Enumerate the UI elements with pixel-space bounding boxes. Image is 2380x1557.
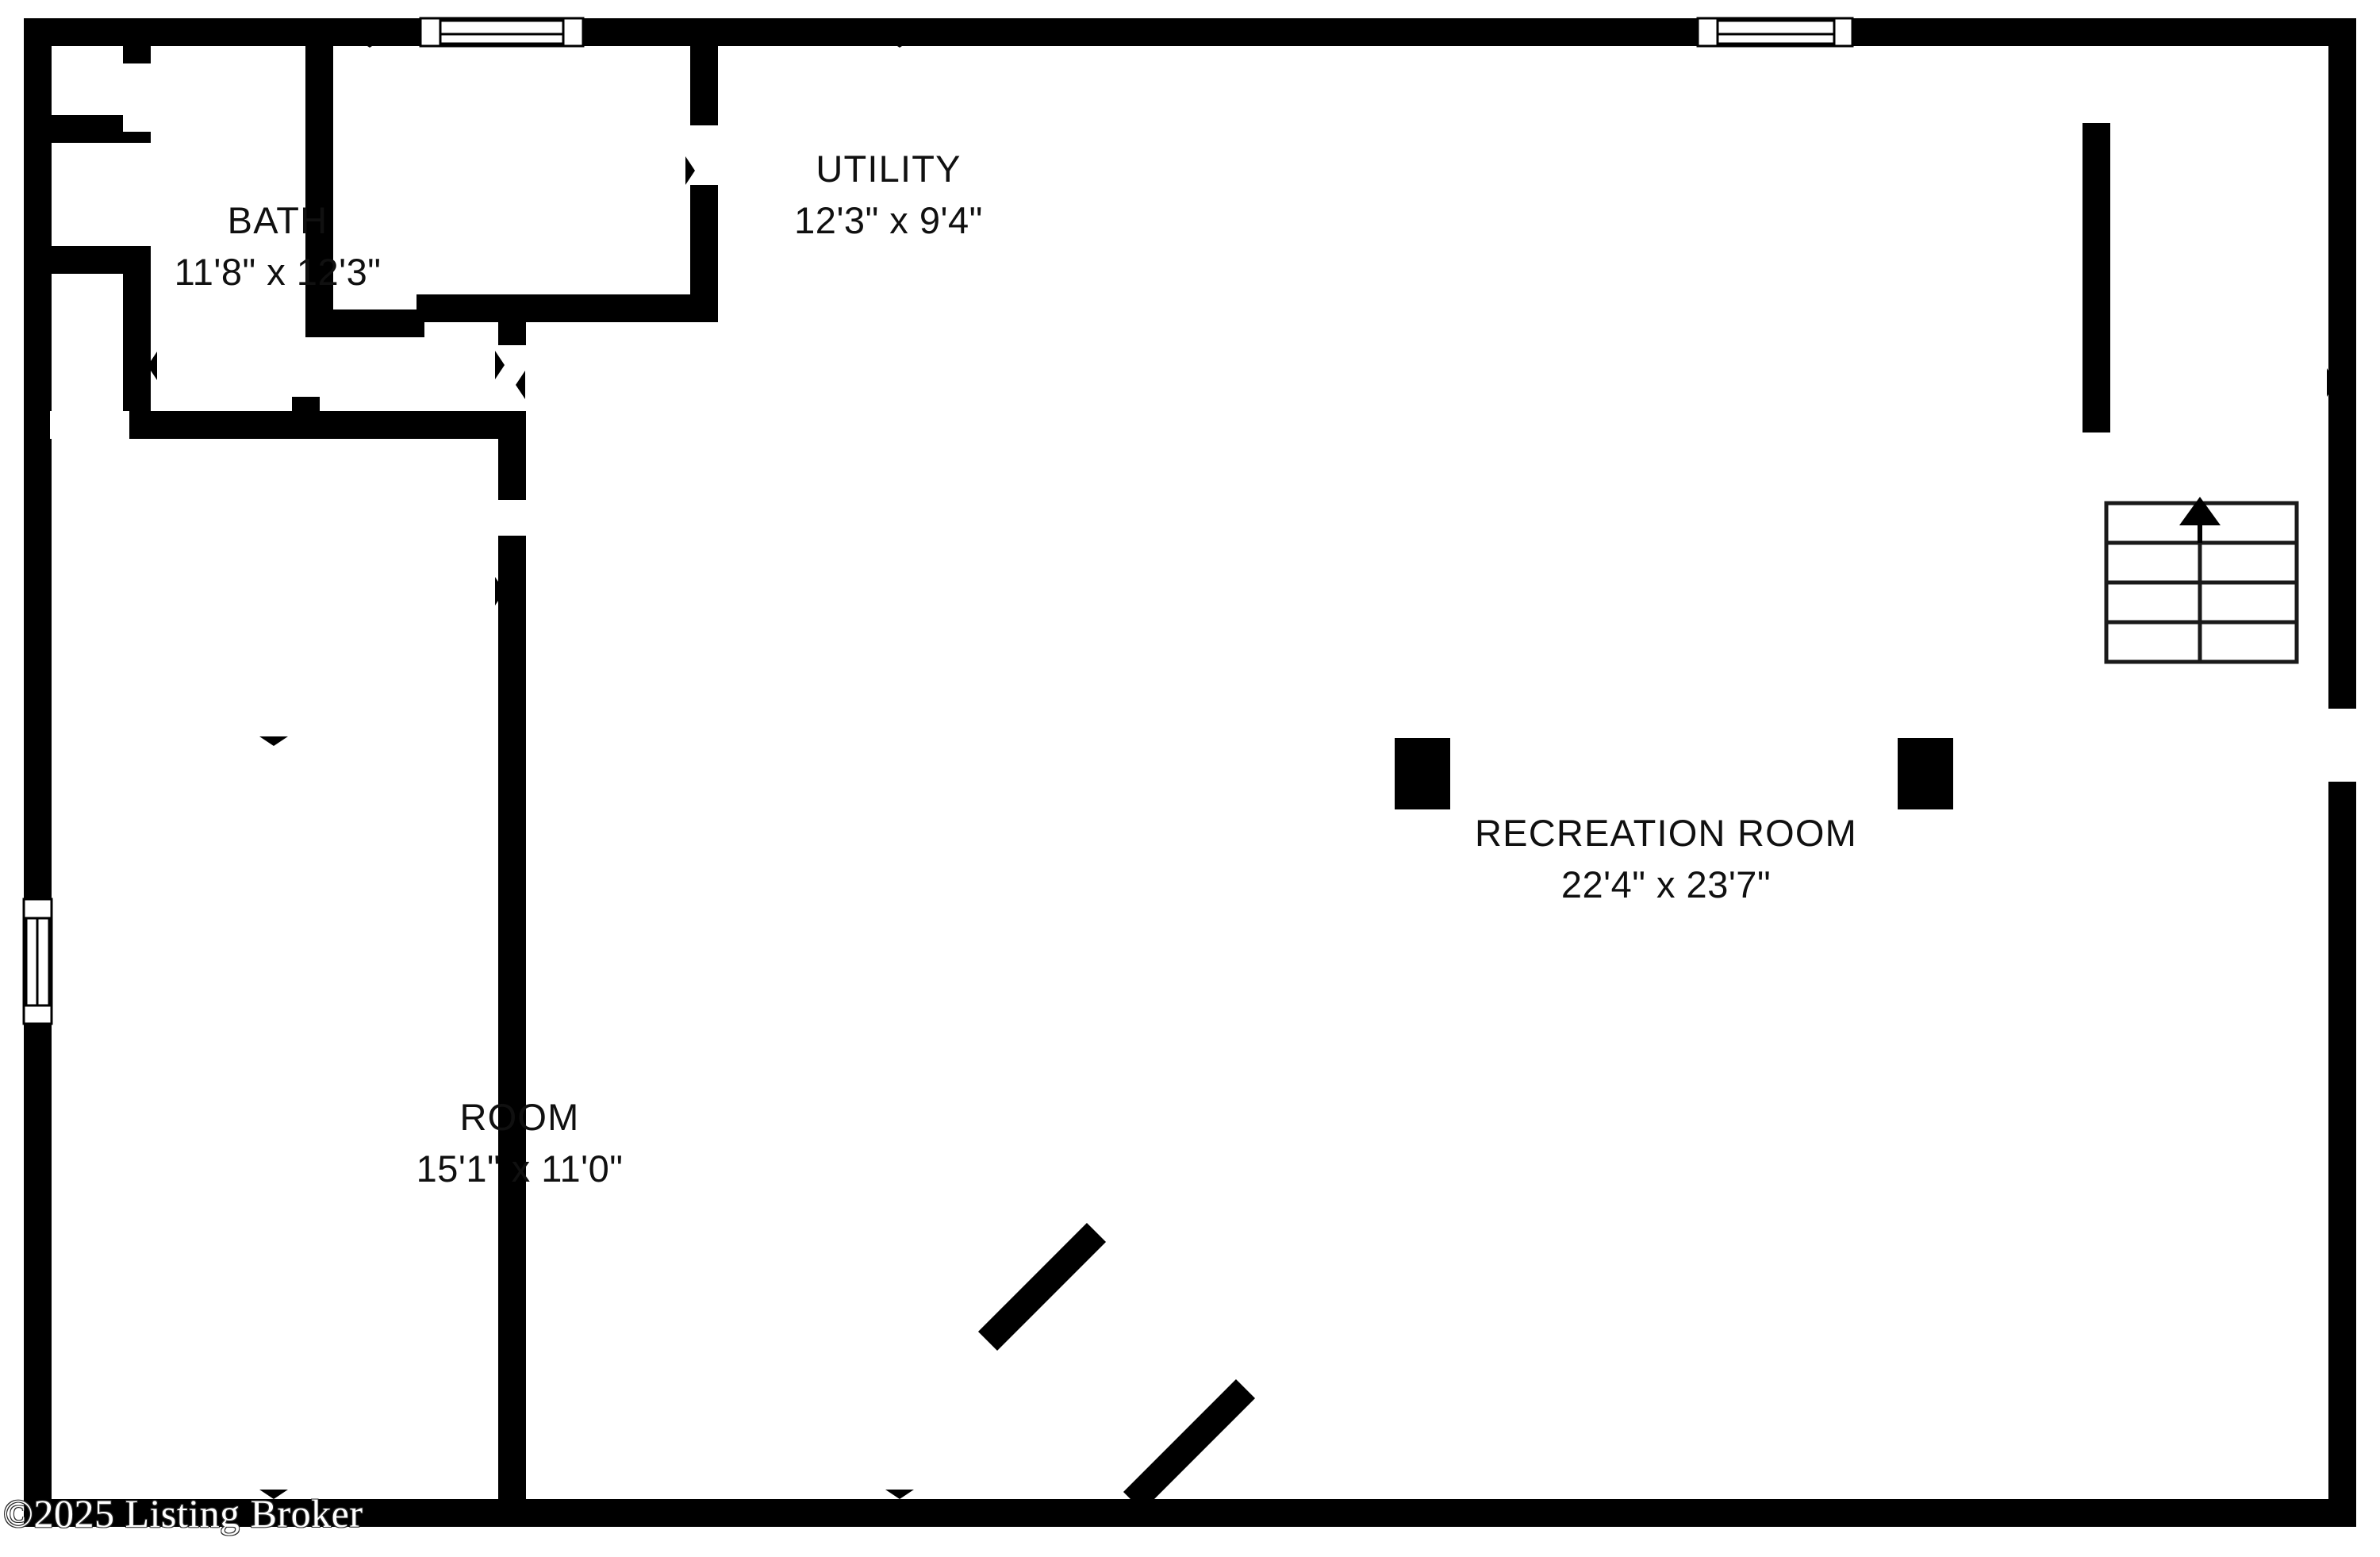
window-top-left	[419, 17, 585, 48]
ceiling-markers	[41, 38, 2336, 746]
window-left-wall	[22, 898, 53, 1025]
door-swing-lower	[1123, 1378, 1256, 1512]
interior-walls	[44, 26, 2110, 1508]
column-left	[1395, 738, 1450, 809]
window-top-right	[1696, 17, 1854, 48]
column-right	[1898, 738, 1953, 809]
door-openings	[50, 63, 151, 439]
door-swing-upper	[977, 1222, 1107, 1351]
staircase	[2104, 497, 2299, 664]
stair-up-arrow	[2179, 497, 2221, 543]
exterior-walls	[24, 18, 2356, 1527]
ceiling-markers-bottom	[259, 1490, 914, 1499]
